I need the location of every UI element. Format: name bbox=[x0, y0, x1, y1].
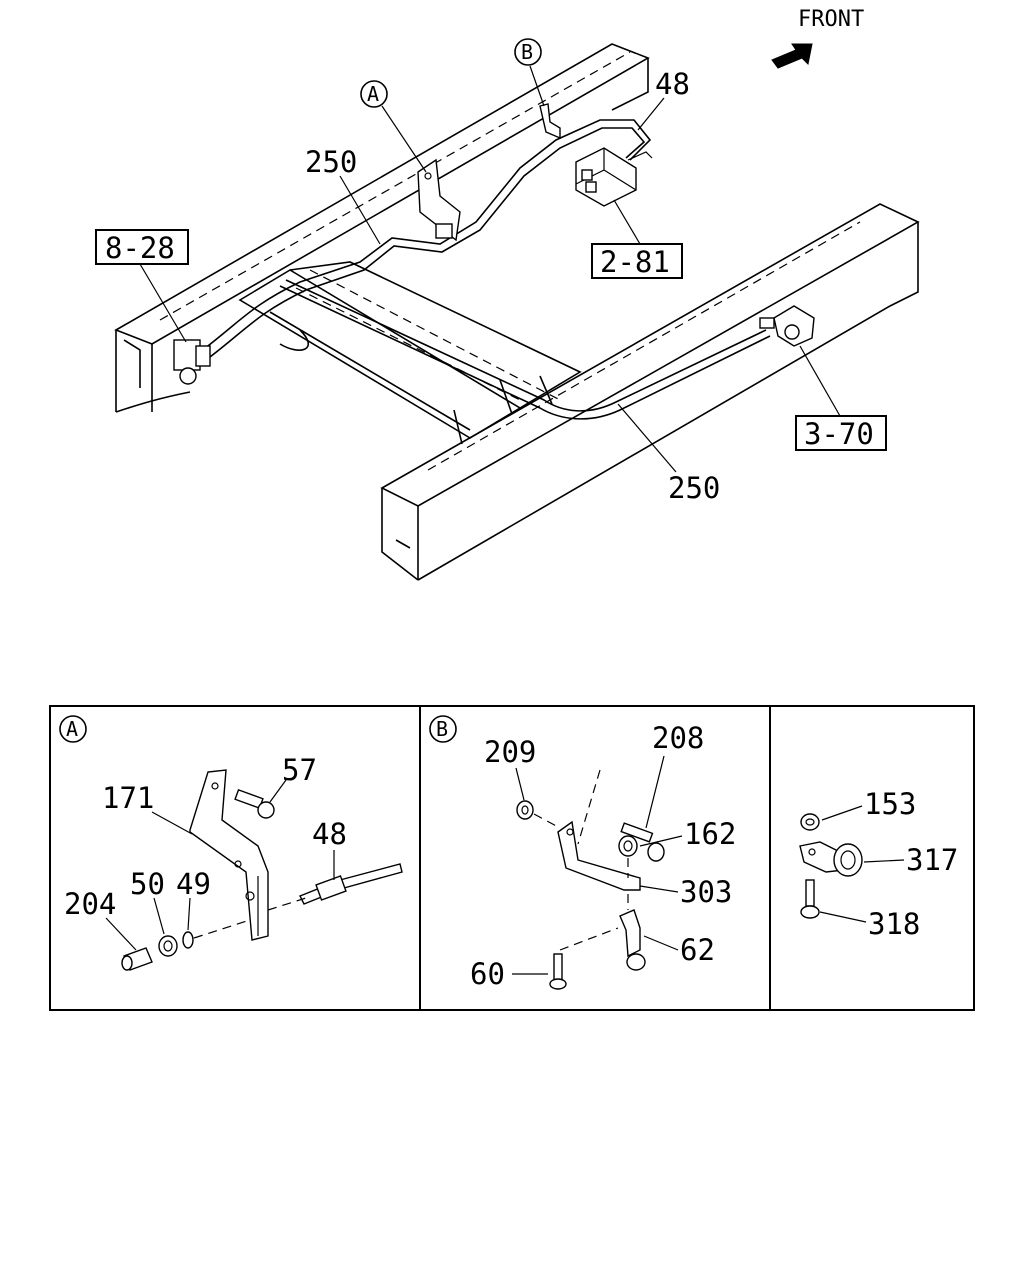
clamp-317 bbox=[799, 841, 863, 877]
fitting-204 bbox=[121, 947, 153, 971]
callout-b-62: 62 bbox=[680, 933, 715, 967]
bracket-a-on-rail bbox=[417, 158, 461, 242]
front-label: FRONT bbox=[798, 7, 864, 32]
callout-c-153: 153 bbox=[864, 787, 916, 821]
brake-pipe-upper bbox=[199, 119, 652, 361]
callout-48: 48 bbox=[655, 67, 690, 101]
ref-8-28: 8-28 bbox=[105, 231, 175, 265]
callout-c-317: 317 bbox=[906, 843, 958, 877]
ref-box-2-81[interactable] bbox=[591, 243, 683, 279]
detail-panels-frame bbox=[49, 705, 975, 1011]
callout-a-171: 171 bbox=[102, 781, 154, 815]
callout-b-208: 208 bbox=[652, 721, 704, 755]
left-frame-rail bbox=[114, 43, 650, 413]
clip-62 bbox=[619, 909, 646, 971]
detail-marker-a-icon bbox=[360, 80, 388, 108]
nut-50 bbox=[158, 935, 178, 957]
brake-valve-left bbox=[173, 339, 211, 385]
bracket-171 bbox=[189, 769, 269, 941]
detail-marker-b-icon bbox=[514, 38, 542, 66]
callout-a-57: 57 bbox=[282, 753, 317, 787]
ref-2-81: 2-81 bbox=[600, 245, 670, 279]
bolt-57 bbox=[234, 788, 275, 819]
nut-162 bbox=[618, 835, 638, 857]
detail-b-marker-icon bbox=[429, 715, 457, 743]
callout-250-top: 250 bbox=[305, 145, 357, 179]
screw-60 bbox=[549, 953, 567, 990]
callout-a-50: 50 bbox=[130, 867, 165, 901]
callout-a-49: 49 bbox=[176, 867, 211, 901]
module-3-70 bbox=[759, 305, 815, 347]
callout-b-209: 209 bbox=[484, 735, 536, 769]
detail-marker-b: B bbox=[521, 40, 533, 64]
brake-pipe-lower bbox=[279, 279, 771, 420]
detail-a-marker-icon bbox=[59, 715, 87, 743]
callout-a-48: 48 bbox=[312, 817, 347, 851]
callout-b-162: 162 bbox=[684, 817, 736, 851]
detail-panels: A 57 171 48 bbox=[49, 705, 975, 1011]
front-arrow-icon bbox=[771, 43, 813, 69]
callout-c-318: 318 bbox=[868, 907, 920, 941]
detail-a-marker: A bbox=[66, 717, 78, 741]
callout-b-303: 303 bbox=[680, 875, 732, 909]
ref-box-8-28[interactable] bbox=[95, 229, 189, 265]
callout-b-60: 60 bbox=[470, 957, 505, 991]
main-assembly-view: FRONT bbox=[95, 7, 920, 581]
detail-a-panel: A 57 171 48 bbox=[59, 715, 403, 971]
detail-c-panel: 153 317 318 bbox=[799, 787, 958, 941]
detail-b-panel: B 209 208 16 bbox=[429, 715, 736, 991]
bracket-b-on-rail bbox=[539, 103, 561, 140]
washer-49 bbox=[182, 931, 194, 949]
callout-a-204: 204 bbox=[64, 887, 116, 921]
bracket-303 bbox=[557, 820, 641, 891]
module-2-81 bbox=[575, 147, 653, 207]
nut-209 bbox=[516, 800, 534, 820]
detail-b-marker: B bbox=[436, 717, 448, 741]
ref-box-3-70[interactable] bbox=[795, 415, 887, 451]
nut-153 bbox=[800, 813, 820, 831]
right-frame-rail bbox=[380, 203, 920, 581]
bolt-208 bbox=[620, 822, 665, 862]
detail-marker-a: A bbox=[367, 82, 379, 106]
bolt-318 bbox=[800, 879, 820, 919]
pipe-48 bbox=[299, 863, 403, 905]
callout-250-bottom: 250 bbox=[668, 471, 720, 505]
cross-member bbox=[238, 261, 582, 445]
ref-3-70: 3-70 bbox=[804, 417, 874, 451]
